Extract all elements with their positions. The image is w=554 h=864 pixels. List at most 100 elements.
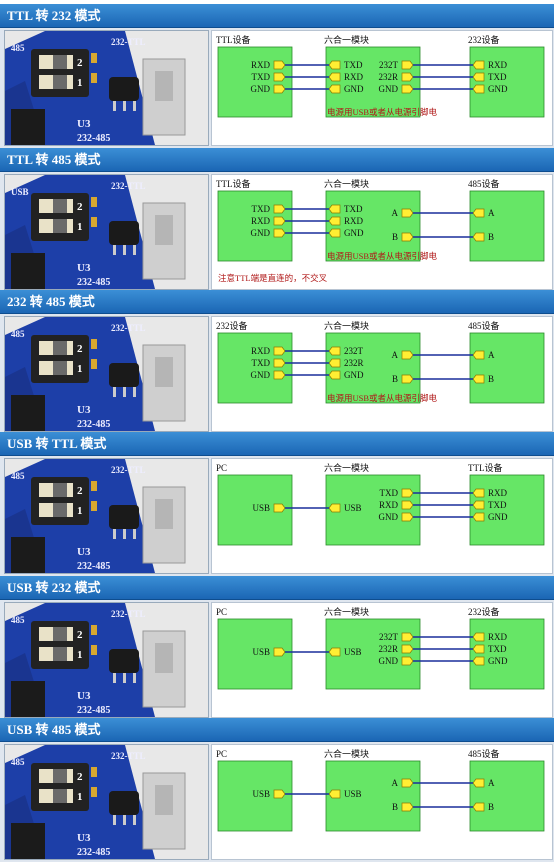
left-pin-label: RXD [251, 60, 271, 70]
module-right-pin-connector [401, 208, 414, 218]
power-note: 电源用USB或者从电源引脚电 [327, 107, 438, 117]
lead [113, 387, 116, 397]
switch-number-1: 1 [77, 77, 83, 89]
chip [11, 537, 45, 573]
module-right-pin-label: GND [379, 84, 399, 94]
right-pin-connector [472, 632, 485, 642]
module-right-pin-connector [401, 644, 414, 654]
left-pin-connector [273, 72, 286, 82]
lead [113, 529, 116, 539]
chip [11, 823, 45, 859]
module-title: 六合一模块 [324, 34, 369, 45]
right-pin-label: TXD [488, 72, 507, 82]
right-pin-connector [472, 512, 485, 522]
left-pin-label: TXD [252, 358, 271, 368]
module-right-pin-label: B [392, 374, 398, 384]
module-title: 六合一模块 [324, 462, 369, 473]
lead [123, 529, 126, 539]
module-right-pin-label: B [392, 802, 398, 812]
module-left-pin-label: TXD [344, 60, 363, 70]
silk-text: 232-TTL [111, 323, 146, 333]
silk-text: 232-485 [77, 561, 110, 572]
mode-title: USB 转 232 模式 [0, 576, 554, 600]
silk-text: 485 [11, 757, 25, 767]
transistor [109, 649, 139, 673]
switch-knob-1 [53, 219, 67, 233]
left-device-title: TTL设备 [216, 178, 251, 189]
module-right-pin-label: TXD [380, 488, 399, 498]
transistor [109, 221, 139, 245]
right-device-box [469, 760, 545, 832]
module-title: 六合一模块 [324, 320, 369, 331]
switch-knob-1 [53, 75, 67, 89]
module-right-pin-connector [401, 488, 414, 498]
gold-pad [91, 217, 97, 227]
module-box [325, 618, 421, 690]
silk-text: U3 [77, 690, 91, 702]
silk-text: 232-TTL [111, 609, 146, 619]
lead [133, 815, 136, 825]
lead [123, 101, 126, 111]
silk-text: 232-485 [77, 847, 110, 858]
left-pin-label: GND [251, 84, 271, 94]
silk-text: 232-485 [77, 133, 110, 144]
slide-knob [155, 499, 173, 529]
module-right-pin-label: B [392, 232, 398, 242]
module-left-pin-connector [328, 358, 341, 368]
lead [133, 387, 136, 397]
transistor [109, 505, 139, 529]
module-right-pin-connector [401, 500, 414, 510]
silk-text: 485 [11, 615, 25, 625]
right-pin-connector [472, 60, 485, 70]
slide-knob [155, 785, 173, 815]
lead [123, 245, 126, 255]
chip [11, 395, 45, 431]
mode-title: TTL 转 232 模式 [0, 4, 554, 28]
module-right-pin-label: 232T [379, 60, 399, 70]
silk-text: 485 [11, 43, 25, 53]
lead [113, 101, 116, 111]
gold-pad [91, 625, 97, 635]
mode-title: 232 转 485 模式 [0, 290, 554, 314]
right-pin-connector [472, 656, 485, 666]
switch-knob-1 [53, 361, 67, 375]
switch-knob-2 [53, 199, 67, 213]
silk-text: U3 [77, 262, 91, 274]
module-right-pin-connector [401, 72, 414, 82]
left-pin-label: USB [252, 647, 270, 657]
right-device-box [469, 474, 545, 546]
left-pin-label: TXD [252, 204, 271, 214]
power-note: 电源用USB或者从电源引脚电 [327, 251, 438, 261]
mode-title: USB 转 TTL 模式 [0, 432, 554, 456]
right-pin-label: GND [488, 656, 508, 666]
left-pin-connector [273, 84, 286, 94]
lead [123, 815, 126, 825]
module-left-pin-connector [328, 647, 341, 657]
right-device-title: 485设备 [468, 320, 500, 331]
right-pin-label: A [488, 350, 495, 360]
right-pin-label: RXD [488, 632, 508, 642]
right-pin-label: B [488, 232, 494, 242]
right-device-box [469, 46, 545, 118]
slide-knob [155, 357, 173, 387]
right-pin-connector [472, 374, 485, 384]
module-title: 六合一模块 [324, 748, 369, 759]
silk-text: 232-485 [77, 277, 110, 288]
lead [123, 387, 126, 397]
left-pin-label: USB [252, 789, 270, 799]
gold-pad [91, 73, 97, 83]
module-left-pin-label: 232T [344, 346, 364, 356]
left-pin-label: GND [251, 228, 271, 238]
module-right-pin-label: 232R [378, 644, 398, 654]
right-device-title: 485设备 [468, 748, 500, 759]
right-device-box [469, 332, 545, 404]
